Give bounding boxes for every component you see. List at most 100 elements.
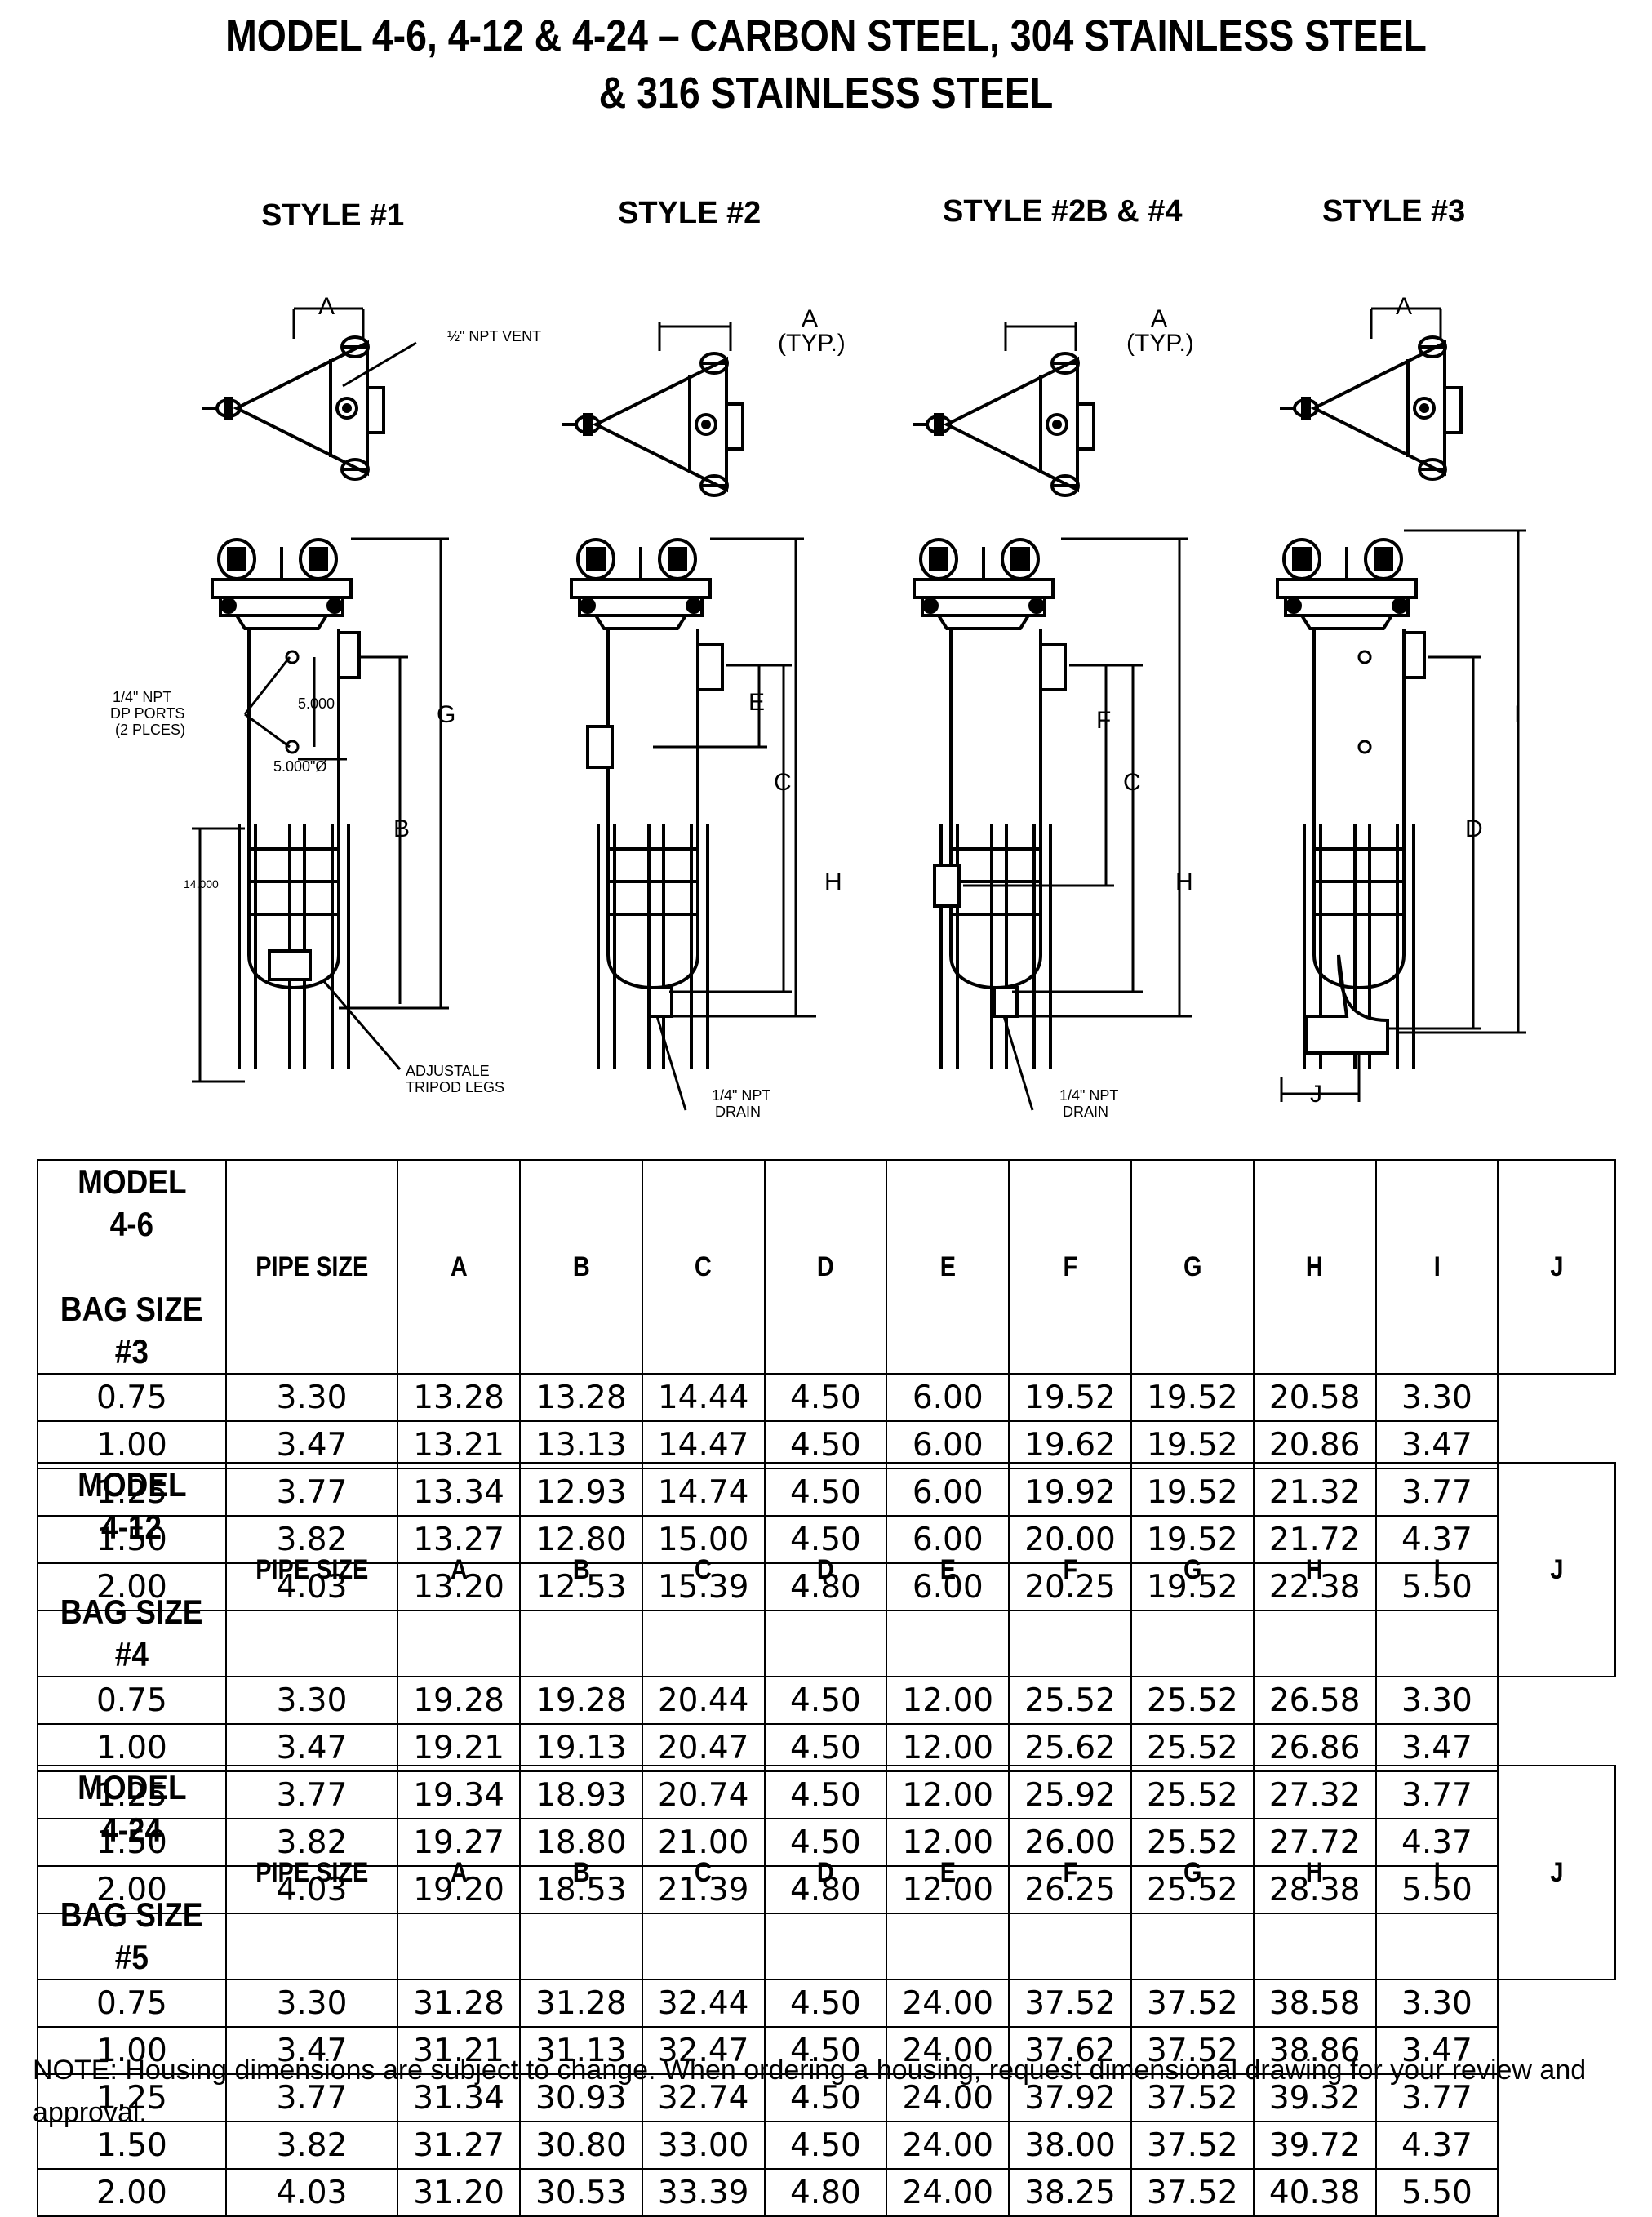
table-cell: 24.00 <box>886 2168 1010 2217</box>
table-cell: 2.00 <box>37 2168 227 2217</box>
label-npt-vent: ½" NPT VENT <box>447 328 541 344</box>
svg-text:1/4" NPT: 1/4" NPT <box>113 689 171 705</box>
svg-text:14.000: 14.000 <box>184 877 219 891</box>
table-cell: 30.53 <box>518 2168 643 2217</box>
svg-text:5.000: 5.000 <box>298 695 335 712</box>
table-cell: 1.00 <box>37 1420 227 1469</box>
table-cell: 4.50 <box>763 1676 888 1725</box>
svg-text:DP PORTS: DP PORTS <box>110 705 184 722</box>
table-cell: 4.50 <box>763 1979 888 2028</box>
svg-text:H: H <box>1175 869 1193 895</box>
table-cell: 31.28 <box>397 1979 521 2028</box>
table-cell: 3.30 <box>1374 1676 1499 1725</box>
svg-text:G: G <box>437 701 455 728</box>
table-cell: 3.47 <box>1374 1723 1499 1772</box>
table-cell: 3.47 <box>1374 1420 1499 1469</box>
svg-text:DRAIN: DRAIN <box>715 1104 761 1120</box>
table-cell: 20.58 <box>1252 1373 1377 1422</box>
svg-text:H: H <box>824 869 842 895</box>
table-cell: 3.30 <box>224 1373 399 1422</box>
table-cell: 12.00 <box>886 1723 1010 1772</box>
table-cell: 4.80 <box>763 2168 888 2217</box>
table-cell: 6.00 <box>886 1373 1010 1422</box>
page-title-line-1: MODEL 4-6, 4-12 & 4-24 – CARBON STEEL, 3… <box>225 11 1427 60</box>
svg-text:1/4" NPT: 1/4" NPT <box>1059 1087 1118 1104</box>
svg-text:A: A <box>1396 293 1412 320</box>
col-pipe-size: PIPE SIZE <box>224 1159 399 1375</box>
table-cell: 3.30 <box>1374 1373 1499 1422</box>
table-cell: 3.30 <box>224 1979 399 2028</box>
style-2-label: STYLE #2 <box>618 196 762 230</box>
table-cell: 25.52 <box>1008 1676 1132 1725</box>
table-cell: 38.25 <box>1008 2168 1132 2217</box>
table-cell: 19.28 <box>518 1676 643 1725</box>
table-cell: 37.62 <box>1008 2026 1132 2075</box>
table-cell: 37.52 <box>1130 1979 1255 2028</box>
svg-text:B: B <box>393 815 410 842</box>
table-cell: 13.13 <box>518 1420 643 1469</box>
table-cell: 3.30 <box>1374 1979 1499 2028</box>
table-cell: 25.62 <box>1008 1723 1132 1772</box>
table-cell: 19.28 <box>397 1676 521 1725</box>
table-cell: 20.44 <box>641 1676 766 1725</box>
table-cell: 33.39 <box>641 2168 766 2217</box>
table-cell: 26.58 <box>1252 1676 1377 1725</box>
table-cell: 14.44 <box>641 1373 766 1422</box>
svg-text:1/4" NPT: 1/4" NPT <box>712 1087 770 1104</box>
table-cell: 40.38 <box>1252 2168 1377 2217</box>
table-cell: 32.44 <box>641 1979 766 2028</box>
table-cell: 19.52 <box>1130 1420 1255 1469</box>
svg-text:C: C <box>774 769 792 796</box>
table-cell: 6.00 <box>886 1420 1010 1469</box>
table-cell: 26.86 <box>1252 1723 1377 1772</box>
table-cell: 37.52 <box>1130 2168 1255 2217</box>
svg-text:TRIPOD LEGS: TRIPOD LEGS <box>406 1079 504 1095</box>
table-cell: 37.52 <box>1130 2026 1255 2075</box>
table-cell: 4.50 <box>763 1373 888 1422</box>
note-text: NOTE: Housing dimensions are subject to … <box>33 2055 1587 2128</box>
svg-text:(2 PLCES): (2 PLCES) <box>115 722 185 738</box>
svg-text:A: A <box>318 293 335 320</box>
table-cell: 3.47 <box>224 2026 399 2075</box>
table-cell: 32.47 <box>641 2026 766 2075</box>
svg-text:I: I <box>1514 701 1521 728</box>
table-cell: 4.50 <box>763 2026 888 2075</box>
table-cell: 0.75 <box>37 1676 227 1725</box>
table-cell: 13.28 <box>518 1373 643 1422</box>
table-cell: 4.03 <box>224 2168 399 2217</box>
table-cell: 3.47 <box>224 1723 399 1772</box>
svg-text:A: A <box>802 305 818 332</box>
style-1-label: STYLE #1 <box>261 198 405 233</box>
table-cell: 38.58 <box>1252 1979 1377 2028</box>
table-cell: 5.50 <box>1374 2168 1499 2217</box>
col-pipe-size: PIPE SIZE <box>224 1462 399 1677</box>
table-cell: 13.28 <box>397 1373 521 1422</box>
svg-text:F: F <box>1096 707 1111 734</box>
table-cell: 20.86 <box>1252 1420 1377 1469</box>
svg-text:E: E <box>748 689 765 716</box>
svg-text:ADJUSTALE: ADJUSTALE <box>406 1063 490 1079</box>
table-cell: 19.52 <box>1130 1373 1255 1422</box>
table-cell: 3.47 <box>224 1420 399 1469</box>
style-2b-4-label: STYLE #2B & #4 <box>943 194 1183 229</box>
svg-text:5.000"Ø: 5.000"Ø <box>273 758 326 775</box>
table-cell: 31.21 <box>397 2026 521 2075</box>
table-cell: 31.28 <box>518 1979 643 2028</box>
svg-text:C: C <box>1123 769 1141 796</box>
table-cell: 25.52 <box>1130 1676 1255 1725</box>
table-cell: 14.47 <box>641 1420 766 1469</box>
housing-drawings: ½" NPT VENT 1/4" NPT DP PORTS (2 PLCES) … <box>110 293 1526 1120</box>
svg-text:J: J <box>1310 1081 1322 1108</box>
svg-text:D: D <box>1465 815 1483 842</box>
table-cell: 37.52 <box>1008 1979 1132 2028</box>
